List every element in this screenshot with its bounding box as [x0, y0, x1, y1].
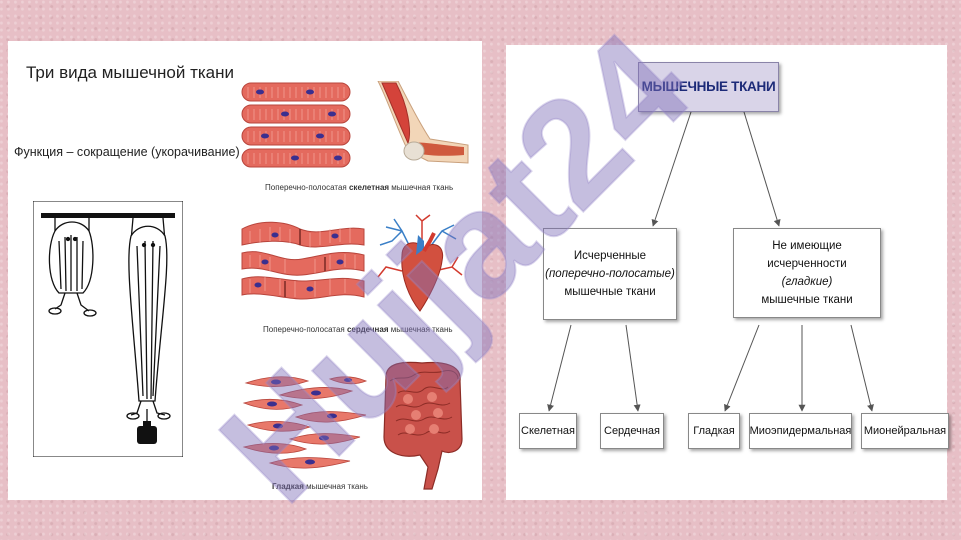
arrow-to-myoneural [850, 324, 874, 412]
skeletal-muscle-image [241, 82, 351, 168]
smooth-line1: Не имеющие исчерченности [767, 240, 847, 270]
smooth-line2: (гладкие) [781, 276, 833, 288]
left-panel: Три вида мышечной ткани Функция – сокращ… [8, 41, 482, 500]
right-panel: МЫШЕЧНЫЕ ТКАНИ Исчерченные (поперечно-по… [506, 45, 949, 500]
cardiac-muscle-image [241, 221, 365, 300]
diagram-arrows [547, 111, 874, 412]
arrow-to-cardiac [625, 324, 641, 412]
heart-image [377, 214, 463, 312]
caption-skeletal: Поперечно-полосатая скелетная мышечная т… [265, 183, 454, 192]
function-text: Функция – сокращение (укорачивание) [14, 145, 240, 159]
caption-cardiac: Поперечно-полосатая сердечная мышечная т… [263, 325, 453, 334]
intestine-image [383, 361, 463, 490]
left-title: Три вида мышечной ткани [26, 63, 235, 82]
arrow-to-smooth-leaf [724, 324, 760, 412]
smooth-muscle-image [242, 376, 368, 469]
smooth-line3: мышечные ткани [761, 294, 853, 306]
striated-line1: Исчерченные [573, 250, 647, 262]
leaf-myoneural: Мионейральная [861, 413, 949, 449]
arrow-to-smooth [743, 111, 781, 227]
arm-muscle-image [377, 81, 469, 164]
muscle-contraction-illustration [33, 201, 183, 457]
arrow-to-striated [651, 111, 692, 227]
striated-tissue-box: Исчерченные (поперечно-полосатые) мышечн… [543, 228, 677, 320]
leaf-skeletal: Скелетная [519, 413, 577, 449]
leaf-myoepidermal: Миоэпидермальная [749, 413, 852, 449]
leaf-cardiac: Сердечная [600, 413, 664, 449]
non-striated-tissue-box: Не имеющие исчерченности (гладкие) мышеч… [733, 228, 881, 318]
arrow-to-skeletal [547, 324, 572, 412]
striated-line3: мышечные ткани [564, 286, 656, 298]
diagram-title: МЫШЕЧНЫЕ ТКАНИ [638, 62, 779, 112]
leaf-smooth: Гладкая [688, 413, 740, 449]
striated-line2: (поперечно-полосатые) [545, 268, 675, 280]
caption-smooth: Гладкая мышечная ткань [272, 482, 368, 491]
